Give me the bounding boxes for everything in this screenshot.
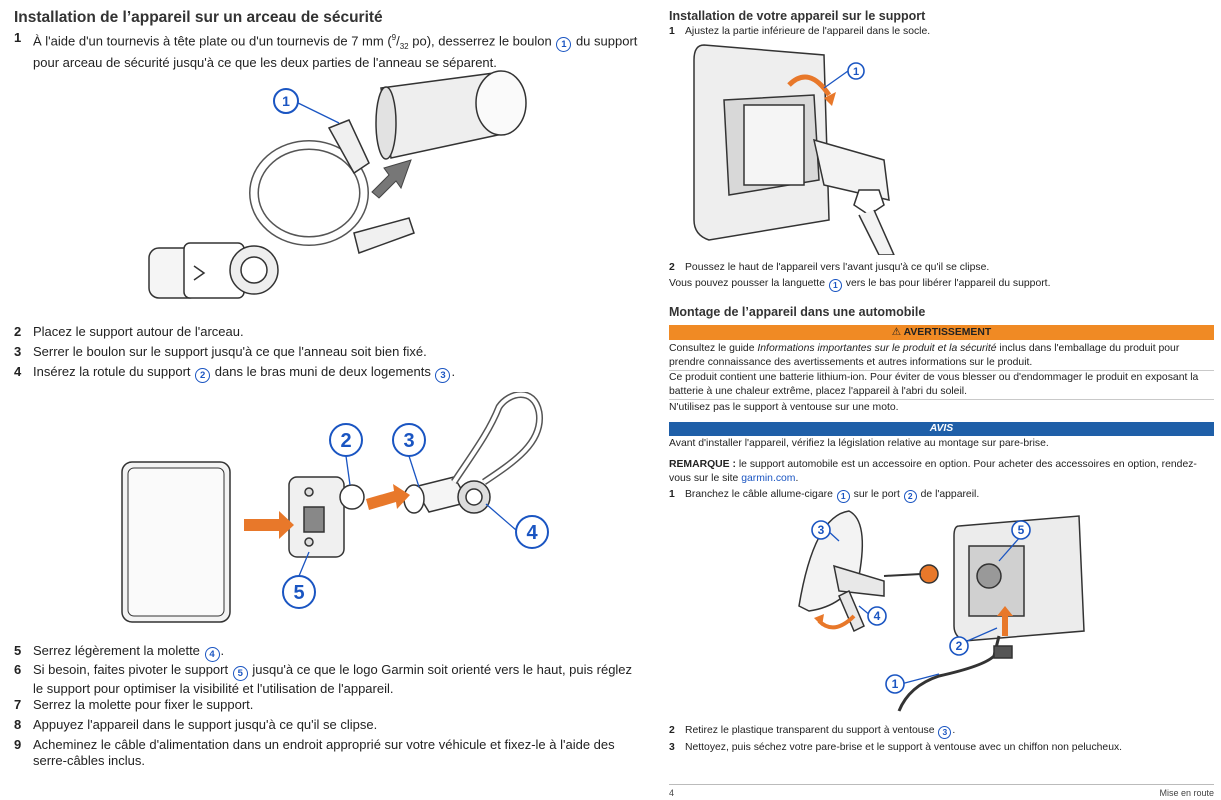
svg-text:2: 2	[956, 639, 963, 653]
callout-1-cable: 1	[836, 490, 850, 503]
page-number: 4	[669, 788, 675, 798]
arrow-gray	[371, 159, 412, 199]
suction-mount-illustration: 1 2 3 4 5	[798, 510, 1085, 712]
garmin-link[interactable]: garmin.com	[741, 472, 796, 484]
callout-5: 5	[232, 666, 248, 681]
release-tab-note: Vous pouvez pousser la languette 1 vers …	[669, 278, 1051, 292]
divider	[669, 370, 1214, 371]
mount-ball	[919, 564, 939, 584]
arrow-orange-1	[244, 511, 294, 539]
warning-banner: ⚠ AVERTISSEMENT	[669, 325, 1214, 340]
mount-assembly-illustration: 2 3 4 5	[121, 392, 549, 623]
footer-rule	[669, 784, 1214, 785]
arrow-curved	[787, 74, 832, 97]
callout-3-suction: 3	[938, 726, 952, 739]
warning-paragraph-2: Ce produit contient une batterie lithium…	[669, 372, 1199, 397]
callout-2: 2	[195, 368, 211, 383]
footer-section: Mise en route	[1159, 788, 1214, 798]
arrow-orange-2	[366, 484, 410, 510]
callout-1-figure-cradle	[847, 62, 865, 80]
callout-4-figure	[515, 515, 549, 549]
svg-text:3: 3	[818, 523, 825, 537]
svg-text:4: 4	[874, 609, 881, 623]
callout-3-figure	[392, 423, 426, 457]
warning-paragraph-1: Consultez le guide Informations importan…	[669, 343, 1180, 368]
callout-1-fig	[885, 674, 905, 694]
svg-text:1: 1	[282, 93, 290, 109]
callout-4-fig	[867, 606, 887, 626]
svg-text:1: 1	[892, 677, 899, 691]
warning-icon: ⚠	[891, 327, 904, 338]
svg-text:3: 3	[403, 430, 414, 452]
clamp	[148, 119, 415, 299]
remark-paragraph: REMARQUE : le support automobile est un …	[669, 459, 1197, 484]
ball-joint	[339, 484, 365, 510]
callout-4: 4	[204, 647, 220, 662]
roll-bar-tube	[375, 70, 527, 160]
callout-1-figure	[273, 88, 299, 114]
section-heading-install-device: Installation de votre appareil sur le su…	[669, 9, 926, 23]
callout-3: 3	[435, 368, 451, 383]
device-cradle-illustration: 1	[693, 44, 895, 255]
callout-1-tab: 1	[828, 279, 842, 292]
warning-paragraph-3: N'utilisez pas le support à ventouse sur…	[669, 402, 899, 413]
svg-text:2: 2	[340, 430, 351, 452]
callout-2-port: 2	[903, 490, 917, 503]
svg-text:1: 1	[853, 66, 859, 78]
svg-text:4: 4	[526, 522, 538, 544]
svg-text:5: 5	[1018, 523, 1025, 537]
section-heading-car-mount: Montage de l’appareil dans une automobil…	[669, 305, 926, 319]
callout-3-fig	[811, 520, 831, 540]
mount-arm	[812, 138, 890, 201]
callout-2-fig	[949, 636, 969, 656]
power-cable	[897, 635, 1001, 712]
notice-banner: AVIS	[669, 422, 1214, 436]
divider	[669, 399, 1214, 400]
callout-5-fig	[1011, 520, 1031, 540]
notice-paragraph: Avant d'installer l'appareil, vérifiez l…	[669, 438, 1049, 449]
suction-cup	[798, 510, 864, 612]
roll-bar-mount-illustration: 1	[148, 70, 527, 299]
arrow-orange-up	[997, 606, 1013, 636]
svg-text:5: 5	[293, 582, 304, 604]
callout-1: 1	[556, 37, 572, 53]
section-heading-roll-bar: Installation de l’appareil sur un arceau…	[14, 9, 383, 26]
